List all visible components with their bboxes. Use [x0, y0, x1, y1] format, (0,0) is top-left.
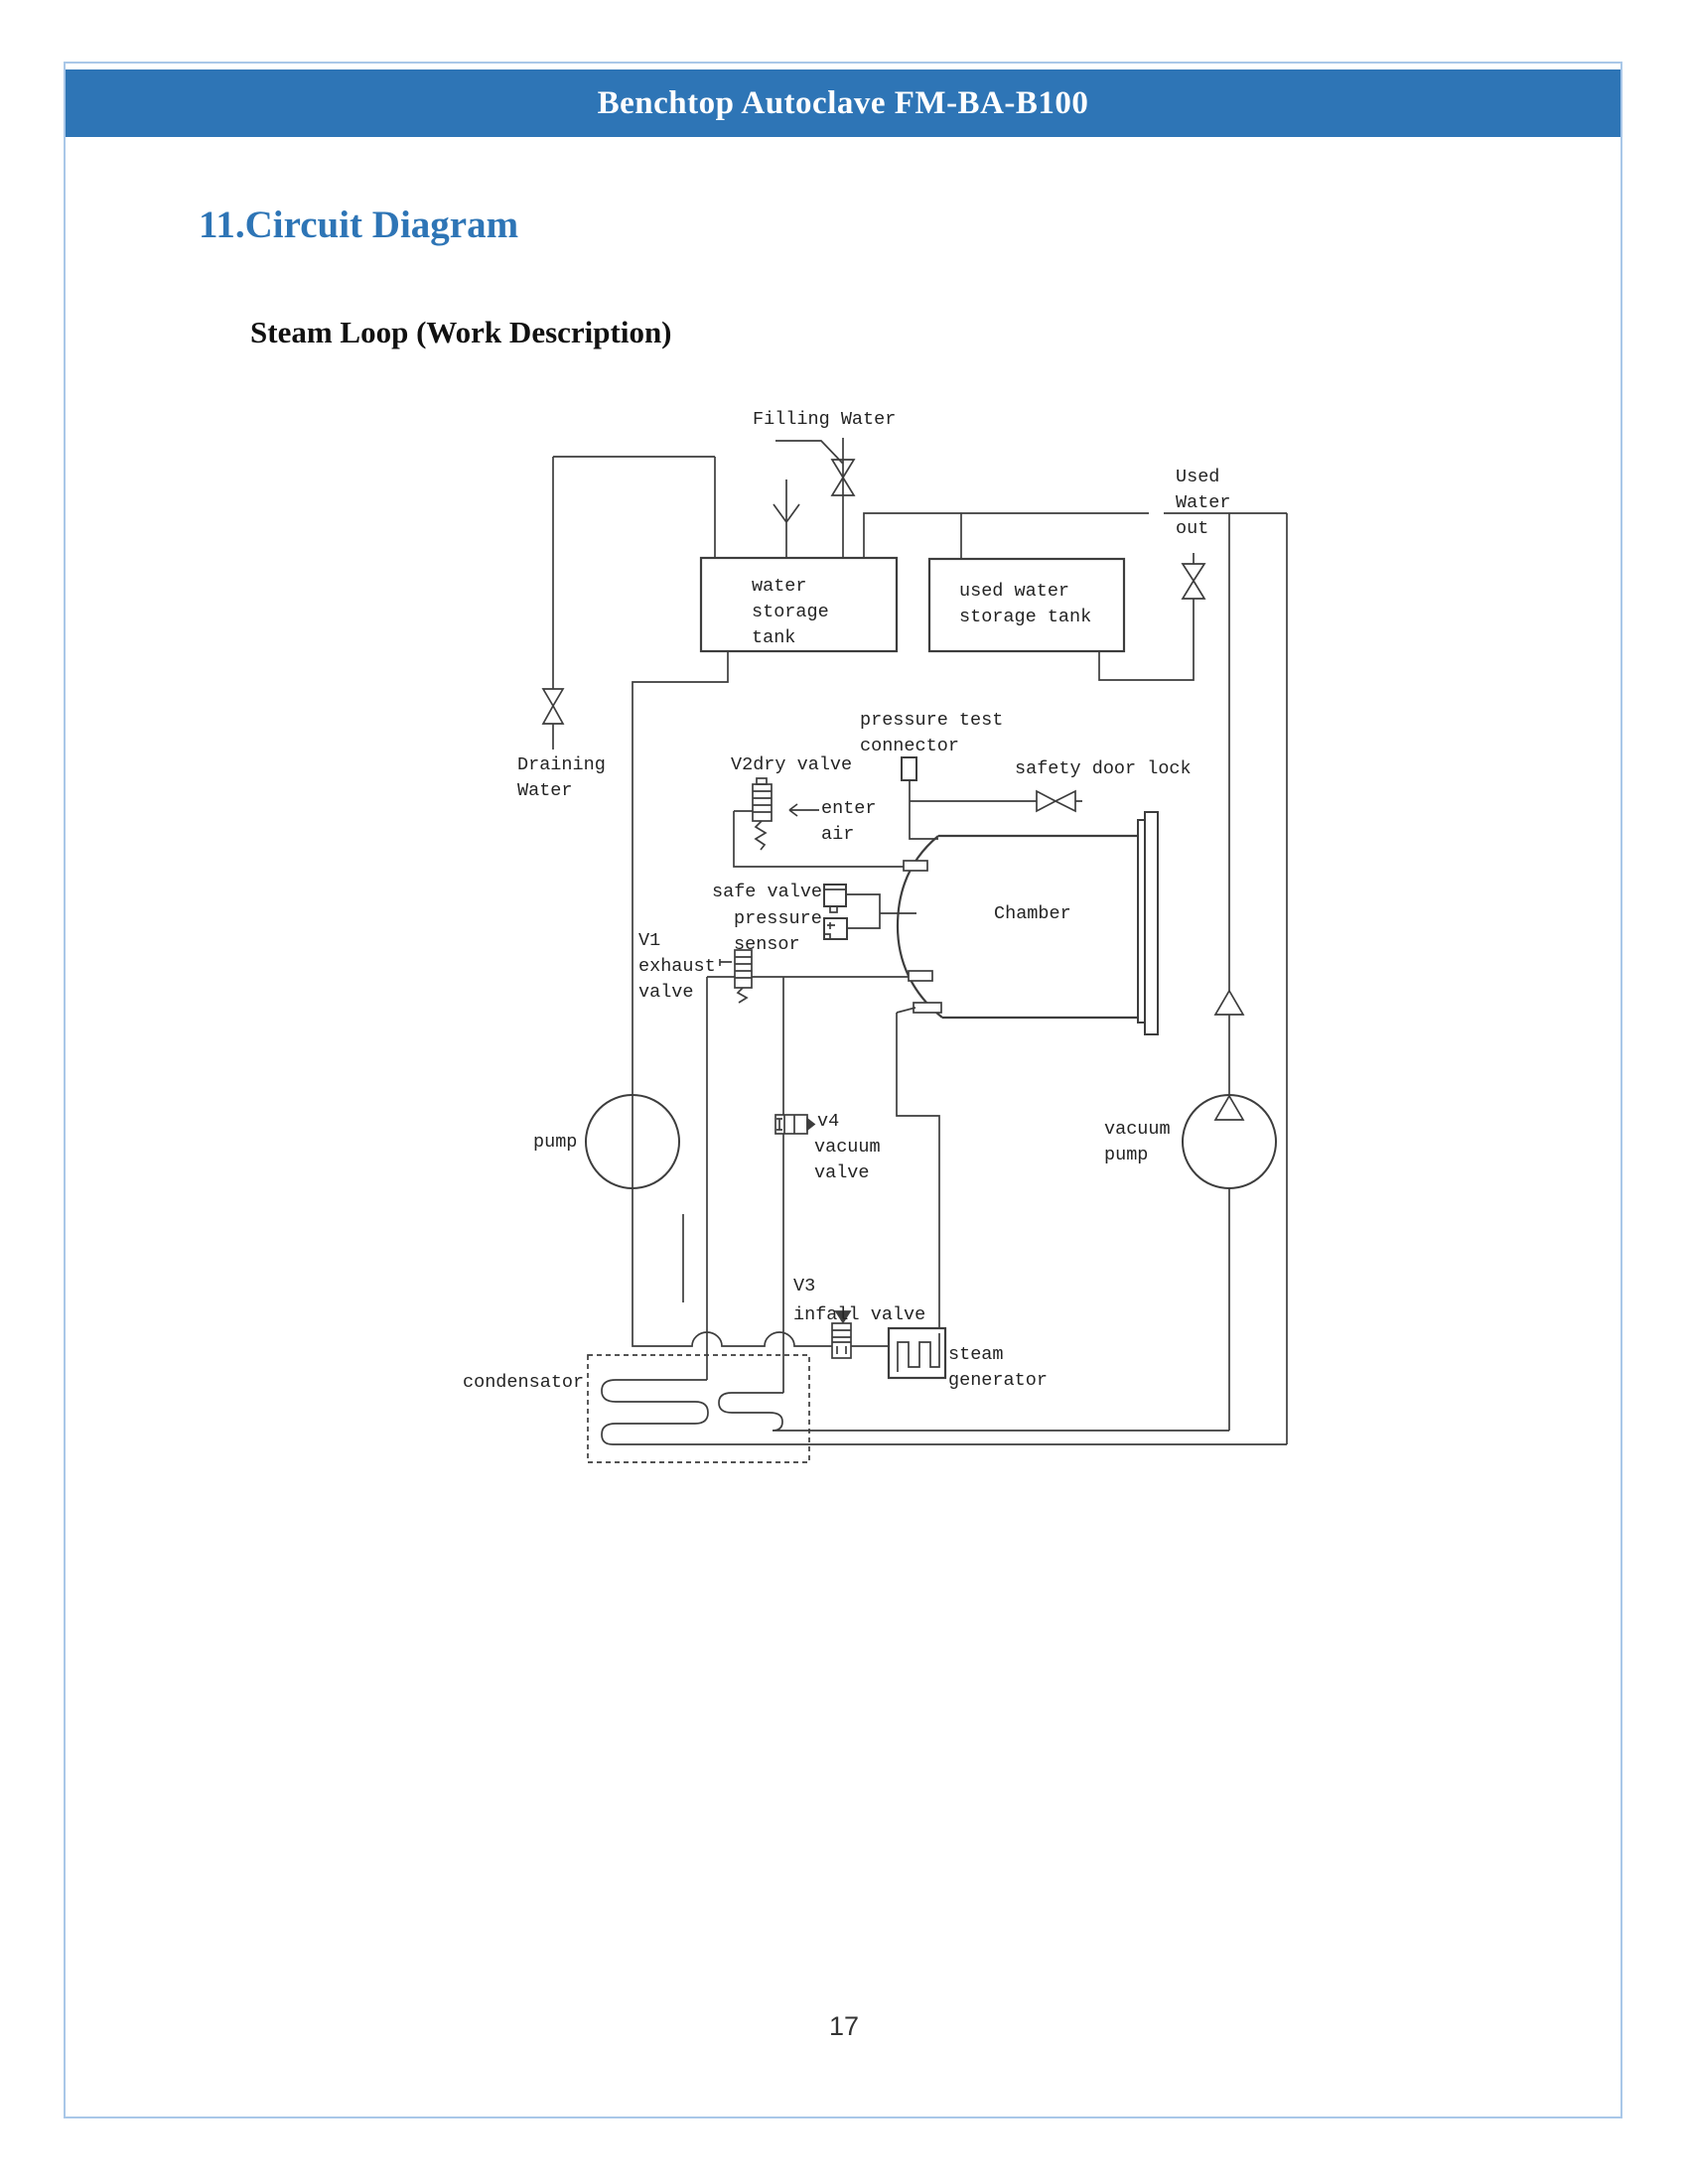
- pump-icon: [585, 1094, 680, 1189]
- chamber-outline: [896, 811, 1159, 1035]
- label-v2-dry-valve: V2dry valve: [731, 754, 853, 775]
- check-valve-icon: [1213, 989, 1245, 1016]
- section-heading: 11.Circuit Diagram: [199, 204, 519, 246]
- label-chamber: Chamber: [994, 903, 1071, 924]
- label-v1-exhaust-valve: V1 exhaust valve: [638, 930, 716, 1003]
- pressure-test-connector-icon: [901, 756, 1037, 840]
- label-v3: V3: [793, 1276, 816, 1297]
- page-header-bar: Benchtop Autoclave FM-BA-B100: [66, 69, 1620, 137]
- label-pressure-test-connector: pressure test connector: [860, 710, 1004, 756]
- label-draining-water: Draining Water: [517, 754, 606, 801]
- label-steam-generator: steam generator: [948, 1344, 1048, 1391]
- used-water-storage-tank-box: [927, 557, 1126, 653]
- subsection-heading: Steam Loop (Work Description): [250, 315, 672, 349]
- page-border: [64, 62, 1622, 2118]
- filling-water-valve-icon: [830, 459, 856, 496]
- label-pressure-sensor: pressure sensor: [734, 908, 822, 955]
- label-used-water-storage-tank: used water storage tank: [959, 581, 1092, 627]
- label-water-storage-tank: water storage tank: [752, 576, 829, 648]
- label-condensator: condensator: [463, 1372, 585, 1393]
- label-safe-valve: safe valve: [712, 882, 823, 902]
- condensator-box: [587, 1354, 1287, 1463]
- label-used-water-out: Used Water out: [1176, 467, 1231, 539]
- pressure-sensor-icon: [823, 917, 848, 940]
- page-number: 17: [828, 2011, 860, 2041]
- v4-vacuum-valve-icon: [774, 977, 816, 1393]
- chamber-port-icon: [903, 860, 942, 1014]
- label-safety-door-lock: safety door lock: [1015, 758, 1192, 779]
- steam-generator-box: [887, 1007, 947, 1380]
- label-vacuum-pump: vacuum pump: [1104, 1119, 1171, 1165]
- label-vacuum-valve: vacuum valve: [814, 1137, 881, 1183]
- safety-door-lock-valve-icon: [1036, 789, 1082, 813]
- label-infall-valve: infall valve: [793, 1304, 926, 1325]
- v2-dry-valve-icon: [733, 777, 904, 868]
- label-filling-water: Filling Water: [753, 409, 897, 430]
- draining-water-valve-icon: [541, 688, 565, 725]
- v1-exhaust-valve-icon: [707, 949, 909, 1004]
- vacuum-pump-icon: [1182, 1094, 1277, 1189]
- page-title: Benchtop Autoclave FM-BA-B100: [597, 84, 1089, 121]
- used-water-out-valve-icon: [1181, 563, 1206, 600]
- safe-valve-icon: [823, 884, 916, 929]
- label-pump: pump: [533, 1132, 578, 1153]
- v3-infall-valve-icon: [831, 1310, 852, 1359]
- label-v4: v4: [817, 1111, 840, 1132]
- label-enter-air: enter air: [821, 798, 877, 845]
- piping-lines: [552, 438, 1288, 1444]
- water-storage-tank-box: [699, 556, 899, 653]
